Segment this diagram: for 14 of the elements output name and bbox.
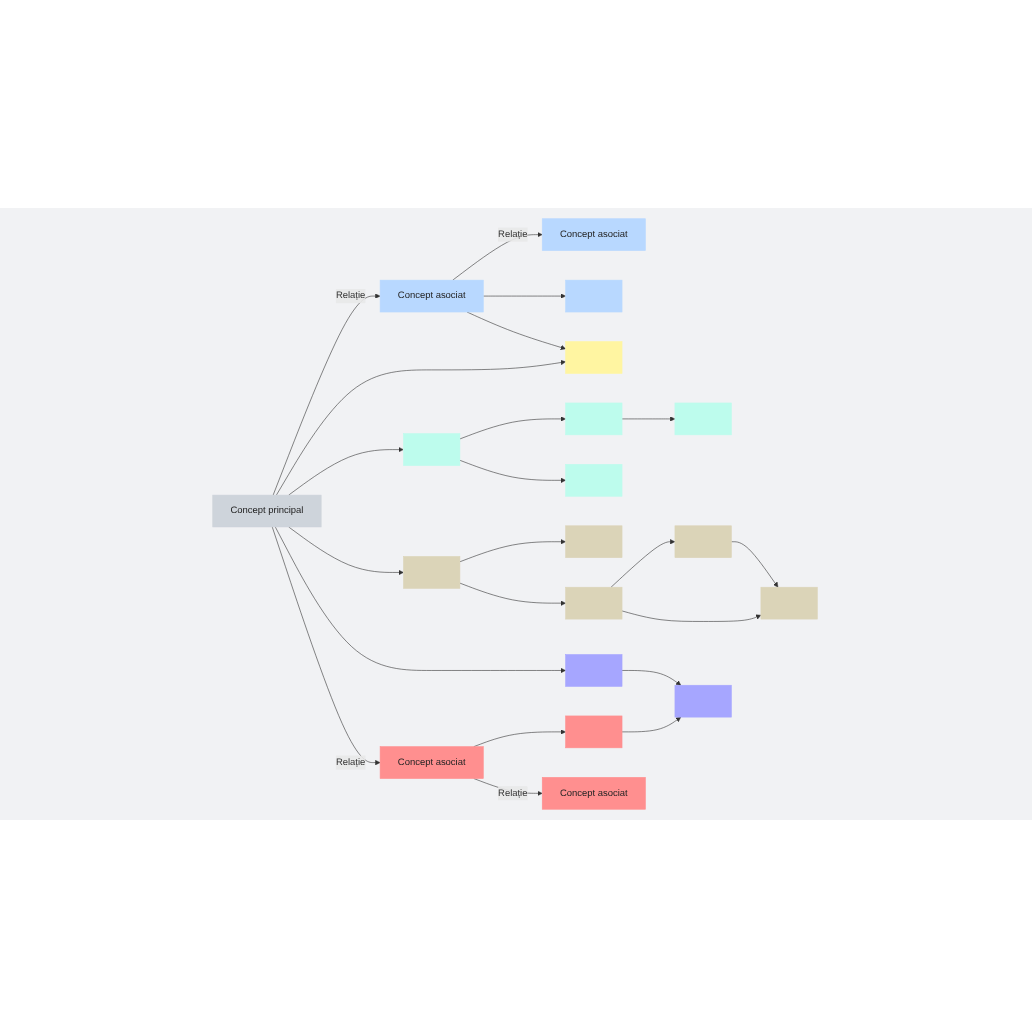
node-box	[404, 556, 462, 589]
node-box	[404, 433, 462, 466]
node-box	[566, 279, 624, 313]
node-box	[566, 525, 624, 558]
node-box	[761, 586, 819, 620]
node-box	[675, 402, 733, 436]
node-box	[566, 715, 624, 749]
node-box	[566, 464, 624, 497]
node-box	[566, 341, 624, 374]
node-box	[566, 654, 624, 687]
node-box	[675, 525, 733, 558]
node-box	[566, 402, 624, 436]
node-box	[675, 684, 733, 718]
node-box	[566, 586, 624, 620]
